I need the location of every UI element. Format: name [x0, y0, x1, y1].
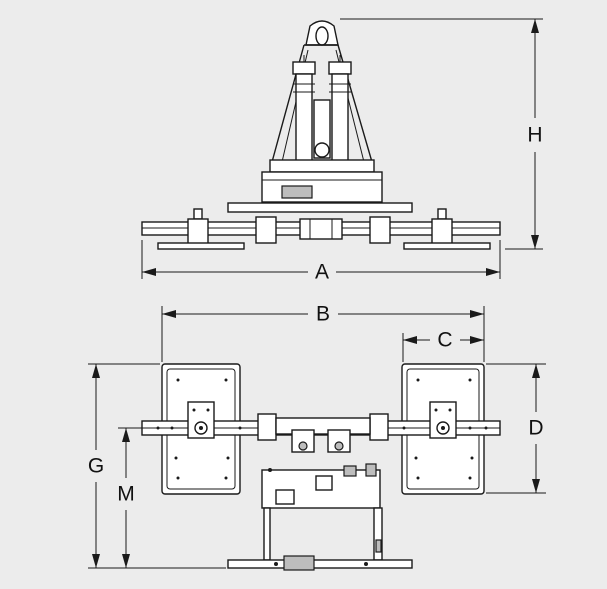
- right-pad-mount: [429, 401, 457, 439]
- center-clamps: [255, 216, 391, 244]
- lifting-eye: [305, 20, 339, 46]
- pump-housing: [261, 171, 383, 203]
- dimension-label-a: A: [315, 261, 329, 284]
- bottom-handle-bar: [227, 555, 413, 571]
- center-frame: [257, 413, 389, 453]
- cross-bar: [227, 202, 413, 213]
- dimension-label-m: M: [117, 483, 135, 506]
- dimension-m: M: [117, 427, 142, 568]
- side-view: [141, 20, 501, 250]
- dimension-h: H: [340, 18, 543, 250]
- left-pad-mount: [187, 401, 215, 439]
- dimension-label-c: C: [437, 329, 452, 352]
- pump-box: [261, 463, 381, 509]
- dimension-b: B: [161, 303, 485, 362]
- dimension-c: C: [402, 329, 485, 362]
- dimension-label-h: H: [527, 124, 542, 147]
- dimension-a: A: [141, 240, 501, 284]
- dimension-d: D: [486, 363, 546, 494]
- right-pad-side: [403, 208, 491, 250]
- left-pad-side: [157, 208, 245, 250]
- dimension-label-b: B: [316, 303, 330, 326]
- vacuum-cylinders: [269, 55, 375, 173]
- dimension-label-d: D: [528, 417, 543, 440]
- dimension-label-g: G: [88, 455, 104, 478]
- top-view: [141, 363, 501, 571]
- dimension-g: G: [88, 363, 226, 569]
- frame-legs: [263, 507, 383, 561]
